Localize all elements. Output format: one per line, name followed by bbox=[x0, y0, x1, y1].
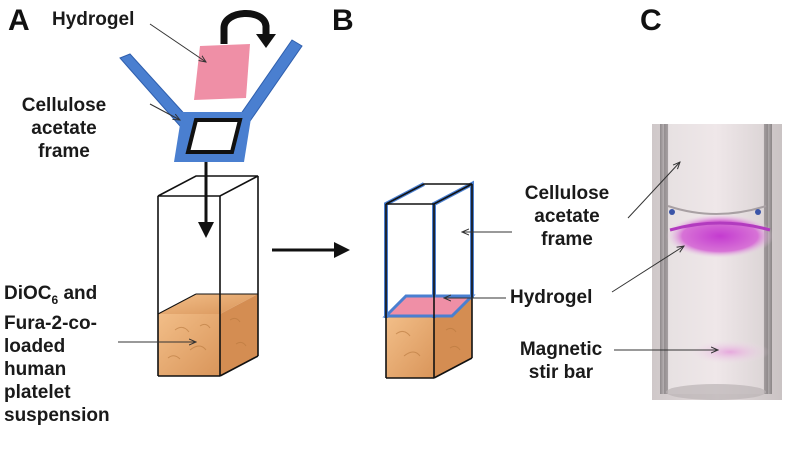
label-frame-c-line2: acetate bbox=[534, 206, 600, 227]
label-suspension-line5: platelet bbox=[4, 381, 71, 403]
panel-letter-a: A bbox=[8, 4, 30, 37]
label-suspension-line6: suspension bbox=[4, 404, 110, 426]
label-frame-a-line2: acetate bbox=[31, 118, 97, 139]
frame-window bbox=[185, 118, 243, 154]
label-hydrogel-c: Hydrogel bbox=[510, 287, 593, 308]
label-stir-bar-line2: stir bar bbox=[528, 362, 594, 383]
cuvette-b bbox=[382, 180, 476, 379]
label-frame-a-line1: Cellulose bbox=[21, 95, 107, 116]
label-hydrogel-a: Hydrogel bbox=[52, 9, 135, 30]
leader-lines-a bbox=[118, 23, 206, 342]
label-suspension-line2: Fura-2-co- bbox=[4, 312, 97, 334]
transition-arrow-icon bbox=[272, 242, 350, 258]
label-suspension-line4: human bbox=[4, 358, 67, 380]
insert-arrow-icon bbox=[198, 162, 214, 238]
label-suspension: DiOC6 and Fura-2-co- loaded human platel… bbox=[4, 282, 110, 427]
label-frame-a-line3: frame bbox=[38, 141, 90, 162]
label-suspension-line3: loaded bbox=[4, 335, 66, 357]
leader-lines-c bbox=[611, 162, 718, 350]
cuvette-a bbox=[157, 175, 259, 377]
label-stir-bar-line1: Magnetic bbox=[519, 339, 603, 360]
label-frame-c-line3: frame bbox=[541, 229, 593, 250]
label-frame-c: Cellulose acetate frame bbox=[508, 182, 626, 251]
panel-letter-b: B bbox=[332, 4, 354, 37]
label-frame-c-line1: Cellulose bbox=[524, 183, 610, 204]
leader-lines-b bbox=[444, 232, 512, 298]
photo-cuvette bbox=[652, 124, 782, 400]
hydrogel-sheet bbox=[194, 44, 250, 100]
label-suspension-line1: DiOC6 and bbox=[4, 283, 98, 307]
label-stir-bar: Magnetic stir bar bbox=[506, 338, 616, 384]
label-frame-a: Cellulose acetate frame bbox=[8, 94, 120, 163]
flip-arrow-icon bbox=[220, 10, 276, 48]
panel-letter-c: C bbox=[640, 4, 662, 37]
